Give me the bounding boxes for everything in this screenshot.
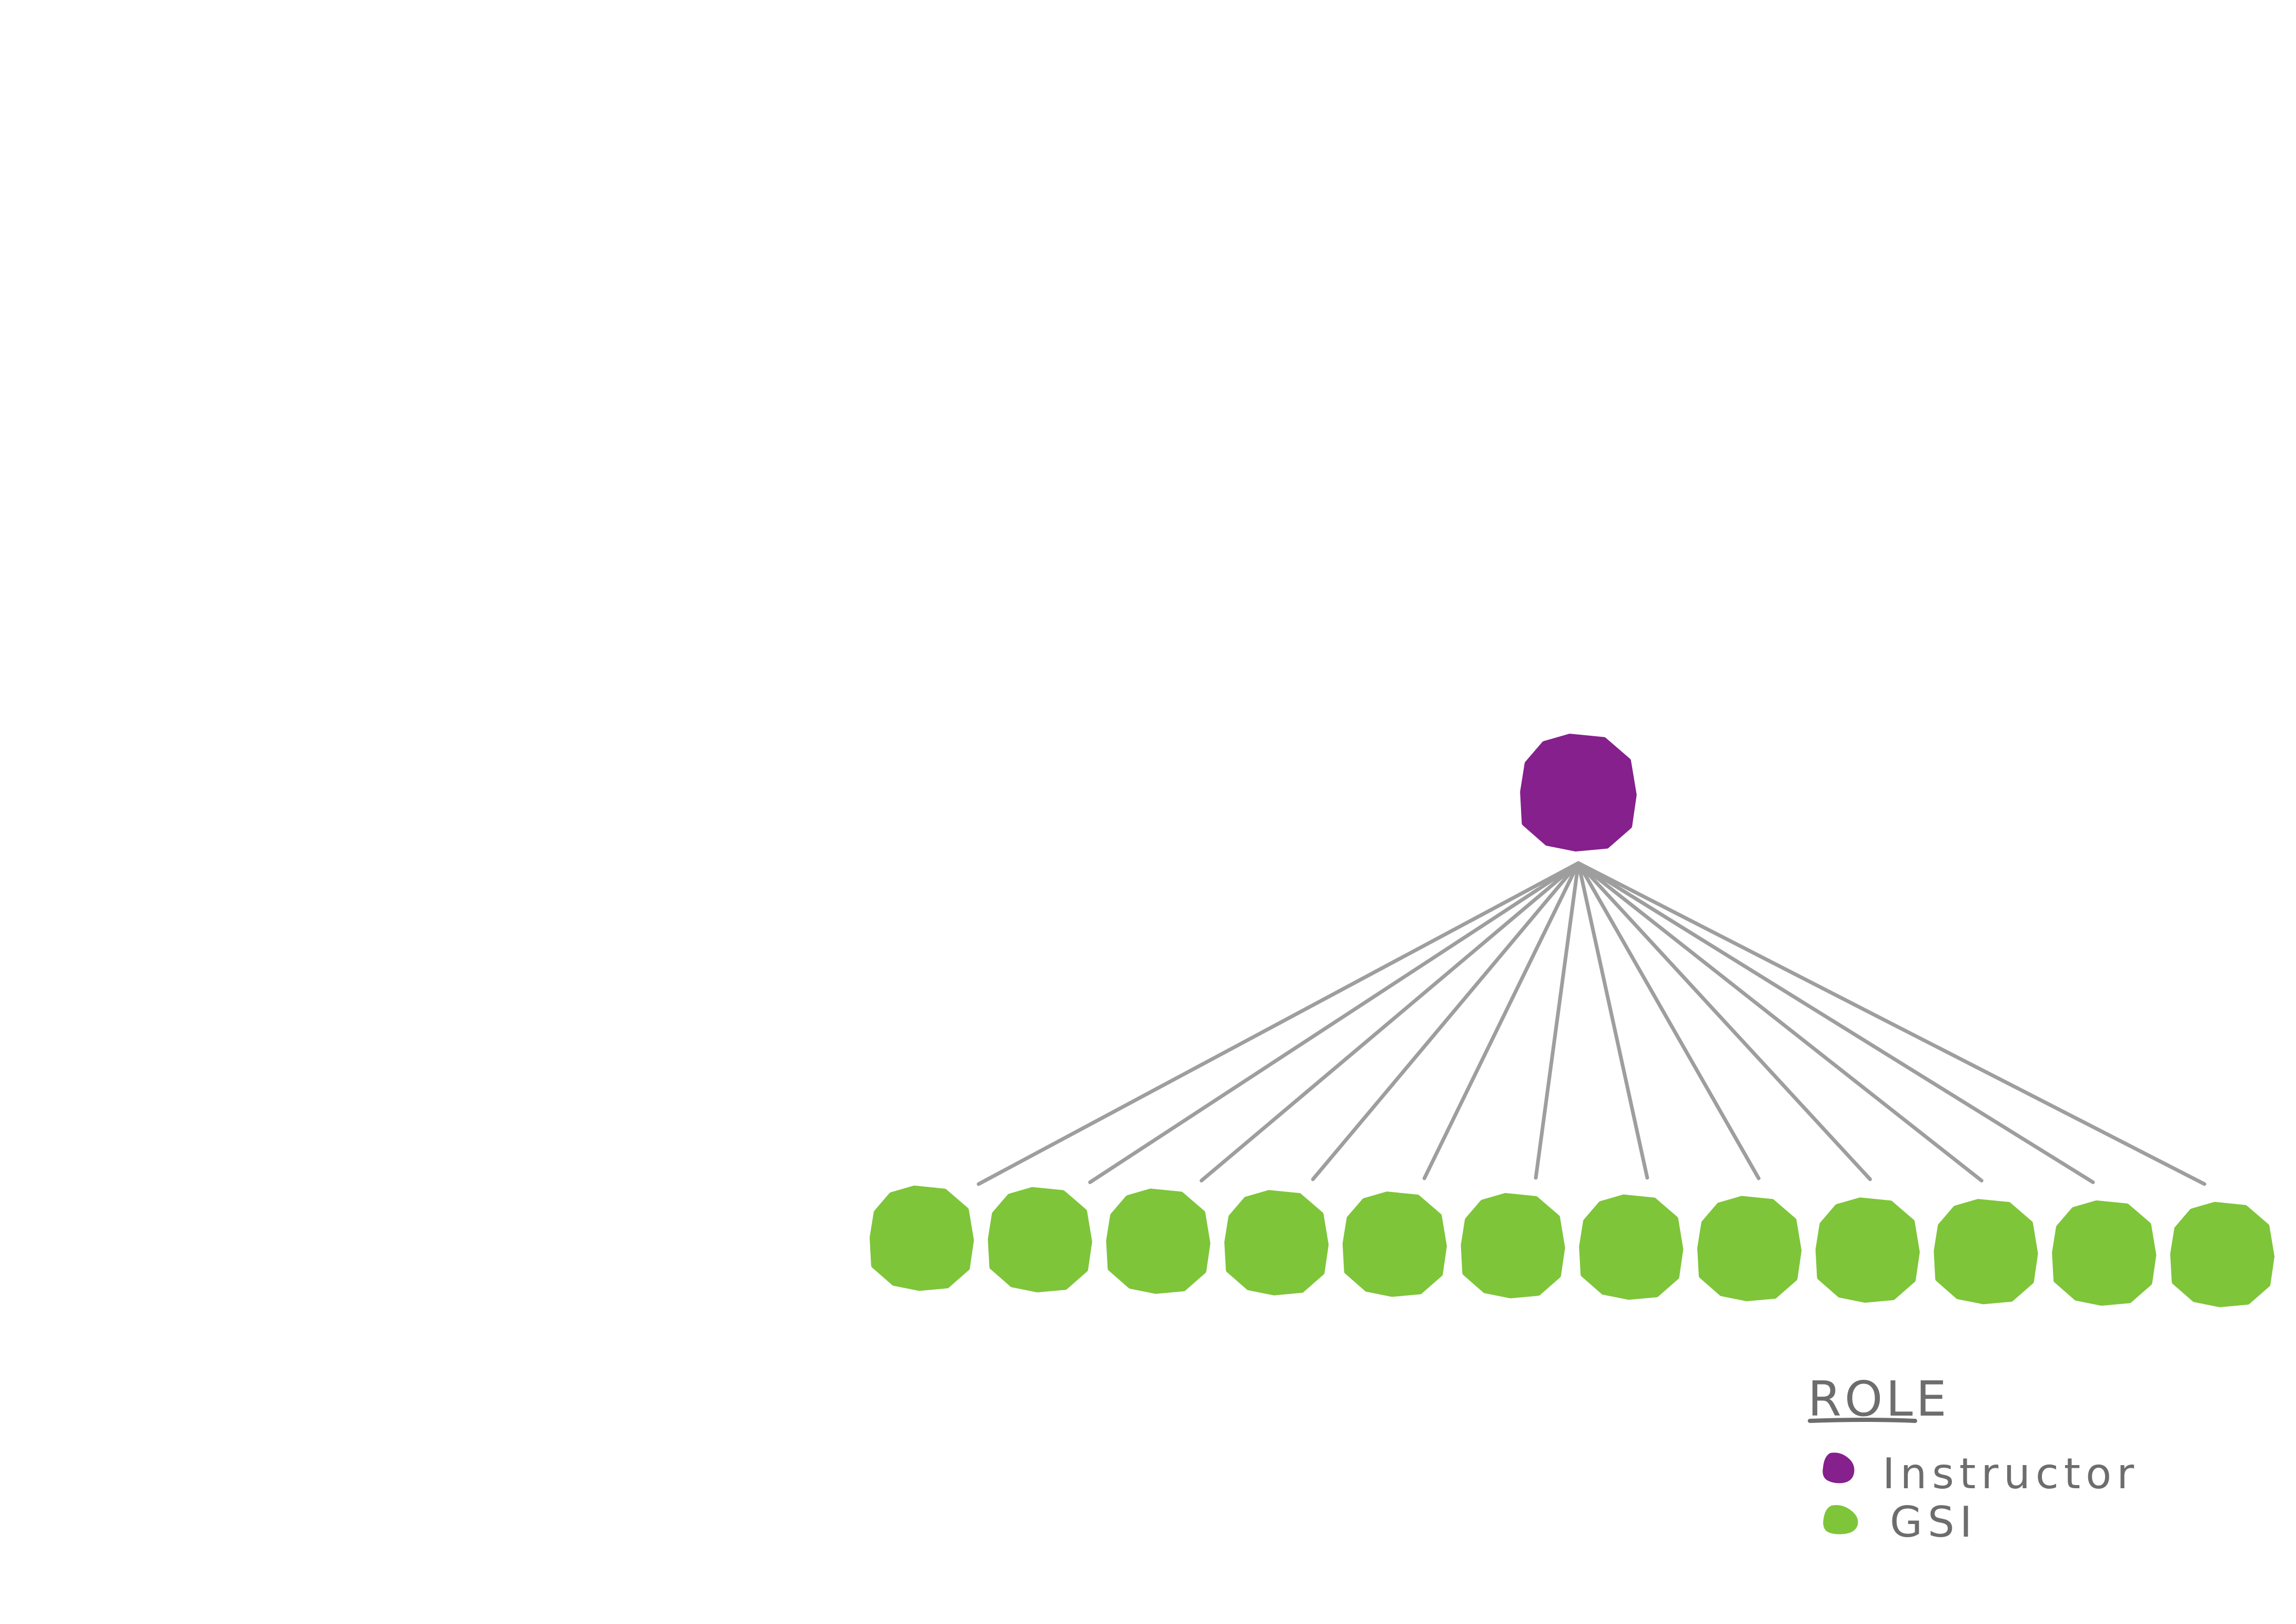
- gsi-swatch: [1823, 1505, 1858, 1535]
- gsi-node-1: [869, 1185, 974, 1291]
- instructor-swatch: [1822, 1452, 1855, 1483]
- gsi-node-8: [1697, 1196, 1802, 1301]
- edge-gsi-1: [976, 861, 1580, 1186]
- legend-label-gsi: GSI: [1890, 1498, 1977, 1547]
- edge-gsi-7: [1576, 861, 1649, 1180]
- edge-gsi-9: [1576, 861, 1872, 1181]
- legend-title-underline: [1808, 1418, 1917, 1423]
- nodes: [869, 734, 2275, 1307]
- edge-gsi-6: [1534, 861, 1580, 1180]
- legend-item-gsi: GSI: [1823, 1498, 1977, 1547]
- gsi-node-9: [1815, 1197, 1920, 1303]
- edge-gsi-12: [1576, 861, 2207, 1186]
- edge-gsi-4: [1311, 861, 1580, 1181]
- edge-gsi-11: [1576, 861, 2095, 1185]
- gsi-node-2: [988, 1187, 1092, 1292]
- edge-gsi-10: [1576, 861, 1983, 1182]
- edge-gsi-8: [1576, 861, 1761, 1180]
- edge-gsi-5: [1422, 861, 1580, 1180]
- edge-gsi-2: [1088, 861, 1580, 1185]
- gsi-node-5: [1342, 1191, 1447, 1297]
- gsi-node-10: [1934, 1199, 2038, 1305]
- edge-gsi-3: [1200, 861, 1580, 1182]
- gsi-node-7: [1579, 1194, 1684, 1300]
- legend: ROLE Instructor GSI: [1808, 1371, 2139, 1547]
- gsi-node-11: [2052, 1200, 2157, 1306]
- gsi-node-6: [1461, 1193, 1565, 1299]
- gsi-node-12: [2170, 1201, 2275, 1307]
- gsi-node-4: [1224, 1190, 1329, 1296]
- edges: [976, 861, 2207, 1186]
- gsi-node-3: [1106, 1188, 1211, 1294]
- legend-item-instructor: Instructor: [1822, 1449, 2139, 1498]
- legend-label-instructor: Instructor: [1882, 1449, 2139, 1498]
- instructor-node: [1520, 734, 1637, 851]
